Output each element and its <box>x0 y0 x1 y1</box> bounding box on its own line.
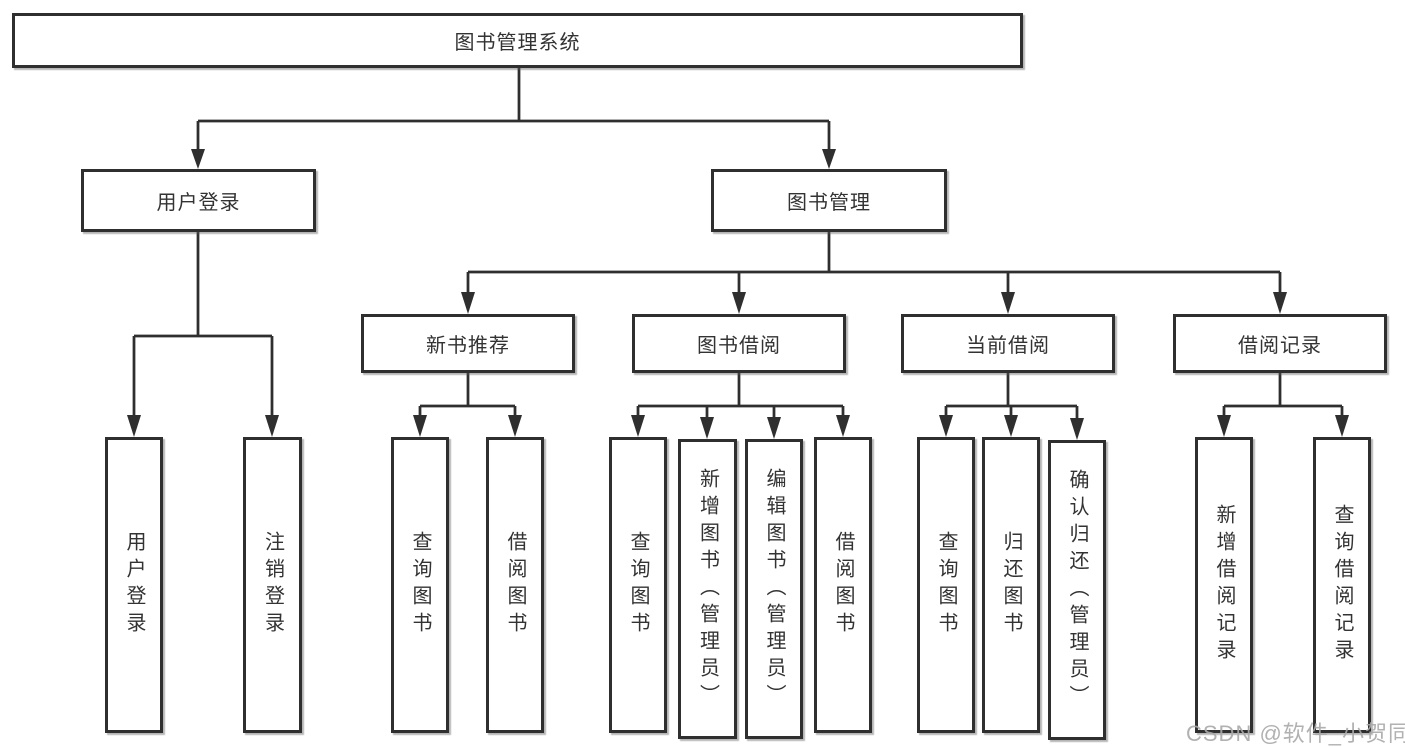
leaf-add-book-admin: 新增图书（管理员） <box>678 439 737 739</box>
leaf-borrow-books: 借阅图书 <box>814 437 872 733</box>
node-borrow-records-label: 借阅记录 <box>1238 335 1322 357</box>
leaf-query-books-recommend: 查询图书 <box>391 437 449 733</box>
leaf-logout-login-label: 注销登录 <box>261 531 284 639</box>
node-book-management-label: 图书管理 <box>787 192 871 214</box>
node-book-borrow: 图书借阅 <box>632 314 846 373</box>
leaf-borrow-books-recommend: 借阅图书 <box>486 437 544 733</box>
leaf-borrow-books-recommend-label: 借阅图书 <box>504 531 526 639</box>
leaf-add-borrow-record: 新增借阅记录 <box>1195 437 1253 733</box>
leaf-add-borrow-record-label: 新增借阅记录 <box>1213 504 1235 666</box>
leaf-query-books-current-label: 查询图书 <box>935 531 957 639</box>
node-root-label: 图书管理系统 <box>454 32 581 54</box>
leaf-query-books-borrow-label: 查询图书 <box>627 531 649 639</box>
node-book-borrow-label: 图书借阅 <box>697 335 781 357</box>
node-user-login-label: 用户登录 <box>156 192 241 214</box>
leaf-return-book: 归还图书 <box>982 437 1040 733</box>
leaf-edit-book-admin-label: 编辑图书（管理员） <box>763 467 785 711</box>
leaf-confirm-return-admin: 确认归还（管理员） <box>1048 440 1106 740</box>
node-current-borrow: 当前借阅 <box>901 314 1115 373</box>
leaf-query-books-current: 查询图书 <box>917 437 975 733</box>
leaf-user-login-label: 用户登录 <box>123 531 145 639</box>
leaf-query-borrow-record-label: 查询借阅记录 <box>1331 504 1353 666</box>
leaf-borrow-books-label: 借阅图书 <box>832 531 854 639</box>
leaf-logout-login: 注销登录 <box>243 437 302 733</box>
leaf-confirm-return-admin-label: 确认归还（管理员） <box>1066 468 1088 712</box>
node-borrow-records: 借阅记录 <box>1173 314 1387 373</box>
leaf-return-book-label: 归还图书 <box>1000 531 1022 639</box>
leaf-user-login: 用户登录 <box>105 437 163 733</box>
leaf-query-borrow-record: 查询借阅记录 <box>1313 437 1371 733</box>
node-new-book-recommend-label: 新书推荐 <box>426 335 510 357</box>
leaf-query-books-recommend-label: 查询图书 <box>409 531 431 639</box>
node-user-login: 用户登录 <box>81 169 316 232</box>
leaf-query-books-borrow: 查询图书 <box>609 437 667 733</box>
node-root: 图书管理系统 <box>12 13 1023 68</box>
leaf-add-book-admin-label: 新增图书（管理员） <box>696 467 719 711</box>
node-new-book-recommend: 新书推荐 <box>361 314 575 373</box>
leaf-edit-book-admin: 编辑图书（管理员） <box>745 439 803 739</box>
node-book-management: 图书管理 <box>711 169 947 232</box>
watermark-text: CSDN @软件_小贺同学 <box>1186 721 1405 746</box>
node-current-borrow-label: 当前借阅 <box>966 335 1050 357</box>
